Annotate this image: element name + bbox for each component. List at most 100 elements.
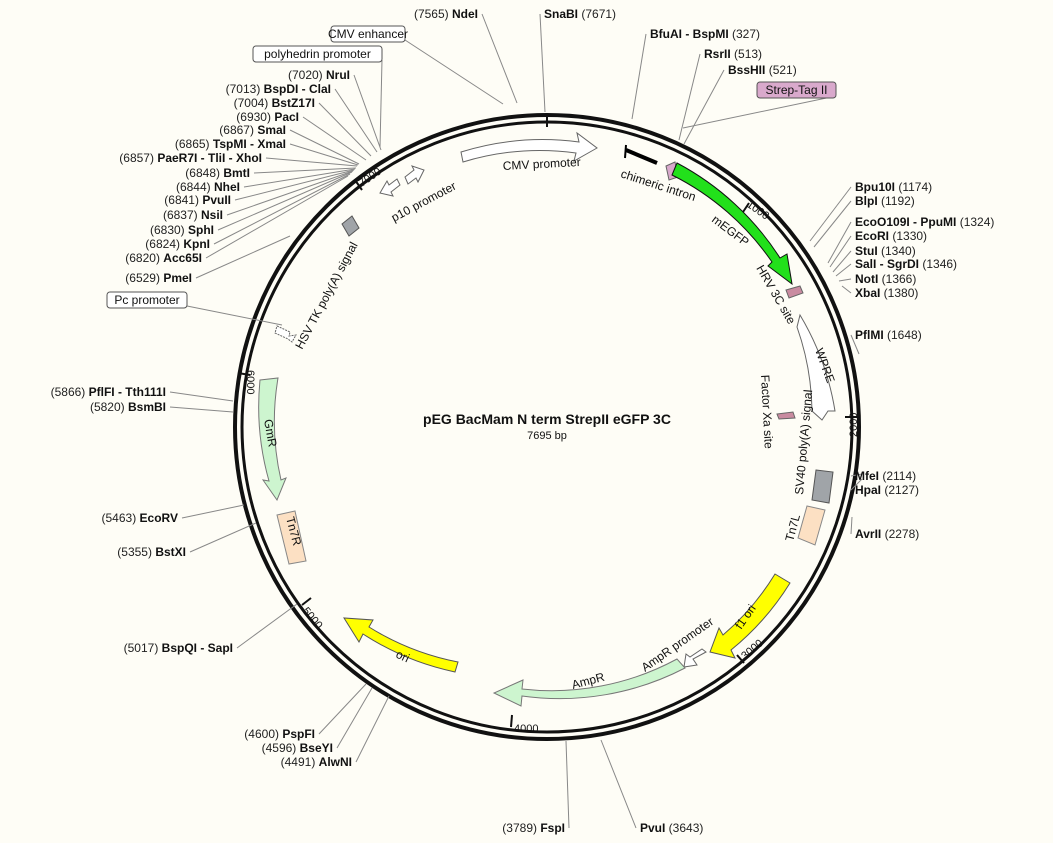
site-position: (6841): [164, 193, 202, 207]
site-leader: [809, 186, 852, 242]
site-label[interactable]: EcoO109I - PpuMI (1324): [855, 215, 994, 229]
site-label[interactable]: AvrII (2278): [855, 527, 919, 541]
site-label[interactable]: (6820) Acc65I: [125, 251, 202, 265]
site-leader: [813, 200, 852, 248]
site-label[interactable]: BlpI (1192): [855, 194, 915, 208]
feature-hrv-3c-site[interactable]: [785, 285, 804, 299]
feature-sv40-polya[interactable]: [811, 469, 834, 504]
site-label[interactable]: EcoRI (1330): [855, 229, 927, 243]
site-name: BlpI: [855, 194, 878, 208]
feature-p10-promoter-arrow-2[interactable]: [379, 178, 401, 197]
site-label[interactable]: XbaI (1380): [855, 286, 918, 300]
site-label[interactable]: (5017) BspQI - SapI: [124, 641, 233, 655]
site-label[interactable]: (6830) SphI: [150, 223, 214, 237]
feature-cmv-promoter[interactable]: [460, 131, 598, 163]
boxed-label[interactable]: CMV enhancer: [328, 25, 504, 105]
site-name: SphI: [188, 223, 214, 237]
site-leader: [539, 13, 546, 113]
site-label[interactable]: (6865) TspMI - XmaI: [175, 137, 286, 151]
site-position: (6830): [150, 223, 188, 237]
site-label[interactable]: (6529) PmeI: [125, 271, 192, 285]
site-name: AvrII: [855, 527, 881, 541]
boxed-label[interactable]: Pc promoter: [106, 291, 283, 326]
site-label[interactable]: BssHII (521): [728, 63, 797, 77]
feature-tn7r[interactable]: [276, 510, 307, 565]
site-position: (6824): [145, 237, 183, 251]
site-label[interactable]: (5820) BsmBI: [90, 400, 166, 414]
site-label[interactable]: (4600) PspFI: [244, 727, 315, 741]
site-label[interactable]: (7020) NruI: [288, 68, 350, 82]
site-position: (7020): [288, 68, 326, 82]
site-label[interactable]: (6841) PvuII: [164, 193, 231, 207]
plasmid-name: pEG BacMam N term StrepII eGFP 3C: [423, 411, 671, 427]
site-label[interactable]: (7013) BspDI - ClaI: [226, 82, 331, 96]
site-name: PaeR7I - TliI - XhoI: [157, 151, 262, 165]
feature-tn7l[interactable]: [797, 505, 826, 546]
feature-hsv-tk-polya[interactable]: [341, 215, 360, 237]
boxed-label-frame: [106, 291, 188, 309]
feature-factor-xa-site[interactable]: [776, 411, 796, 420]
site-label[interactable]: PvuI (3643): [640, 821, 703, 835]
site-label[interactable]: (3789) FspI: [502, 821, 565, 835]
site-leader: [353, 74, 382, 151]
boxed-label-text: Pc promoter: [114, 293, 179, 307]
site-name: EcoO109I - PpuMI: [855, 215, 956, 229]
site-name: AlwNI: [319, 755, 352, 769]
site-leader: [850, 478, 863, 491]
site-label[interactable]: BfuAI - BspMI (327): [650, 27, 760, 41]
site-position: (6867): [219, 123, 257, 137]
site-label[interactable]: (6930) PacI: [236, 110, 299, 124]
feature-pc-promoter[interactable]: [274, 325, 297, 343]
site-label[interactable]: (6837) NsiI: [163, 208, 223, 222]
site-leader: [169, 406, 234, 413]
site-label[interactable]: (7565) NdeI: [414, 7, 478, 21]
site-position: (5820): [90, 400, 128, 414]
site-label[interactable]: (6857) PaeR7I - TliI - XhoI: [119, 151, 262, 165]
site-label[interactable]: (6867) SmaI: [219, 123, 286, 137]
site-label[interactable]: HpaI (2127): [855, 483, 919, 497]
feature-f1-ori[interactable]: [709, 573, 791, 659]
site-label[interactable]: (6844) NheI: [176, 180, 240, 194]
site-label[interactable]: (5463) EcoRV: [102, 511, 179, 525]
site-label[interactable]: (4491) AlwNI: [281, 755, 352, 769]
site-label[interactable]: NotI (1366): [855, 272, 916, 286]
boxed-label[interactable]: Strep-Tag II: [682, 81, 837, 129]
feature-ampr-promoter[interactable]: [683, 648, 707, 668]
site-label[interactable]: SnaBI (7671): [544, 7, 616, 21]
site-name: SnaBI: [544, 7, 578, 21]
site-name: PflMI: [855, 328, 884, 342]
site-label[interactable]: (5355) BstXI: [117, 545, 186, 559]
feature-wpre[interactable]: [796, 313, 836, 421]
feature-ori[interactable]: [343, 617, 459, 673]
tick-5000: [301, 597, 312, 606]
site-name: NsiI: [201, 208, 223, 222]
site-label[interactable]: (7004) BstZ17I: [234, 96, 315, 110]
site-name: MfeI: [855, 469, 879, 483]
feature-megfp[interactable]: [671, 162, 793, 286]
site-label[interactable]: (6824) KpnI: [145, 237, 210, 251]
site-position: (5355): [117, 545, 155, 559]
site-position: (3789): [502, 821, 540, 835]
feature-label-factor-xa-site: Factor Xa site: [758, 374, 776, 449]
site-position: (4596): [262, 741, 300, 755]
site-label[interactable]: SalI - SgrDI (1346): [855, 257, 957, 271]
site-leader: [832, 250, 852, 273]
site-leader: [213, 173, 351, 245]
site-label[interactable]: (4596) BseYI: [262, 741, 333, 755]
site-label[interactable]: PflMI (1648): [855, 328, 922, 342]
site-leader: [302, 116, 367, 161]
site-label[interactable]: StuI (1340): [855, 244, 916, 258]
feature-chimeric-intron[interactable]: [625, 148, 658, 165]
feature-gmr[interactable]: [258, 377, 287, 502]
site-label[interactable]: MfeI (2114): [855, 469, 916, 483]
site-leader: [565, 740, 570, 829]
site-label[interactable]: Bpu10I (1174): [855, 180, 932, 194]
site-label[interactable]: (5866) PflFI - Tth111I: [51, 385, 166, 399]
site-label[interactable]: (6848) BmtI: [185, 166, 250, 180]
tick-7000: [354, 179, 363, 191]
boxed-label[interactable]: polyhedrin promoter: [252, 45, 383, 148]
site-position: (6529): [125, 271, 163, 285]
site-label[interactable]: RsrII (513): [704, 47, 762, 61]
feature-p10-promoter-arrow-1[interactable]: [404, 165, 425, 185]
feature-ampr[interactable]: [492, 658, 686, 707]
